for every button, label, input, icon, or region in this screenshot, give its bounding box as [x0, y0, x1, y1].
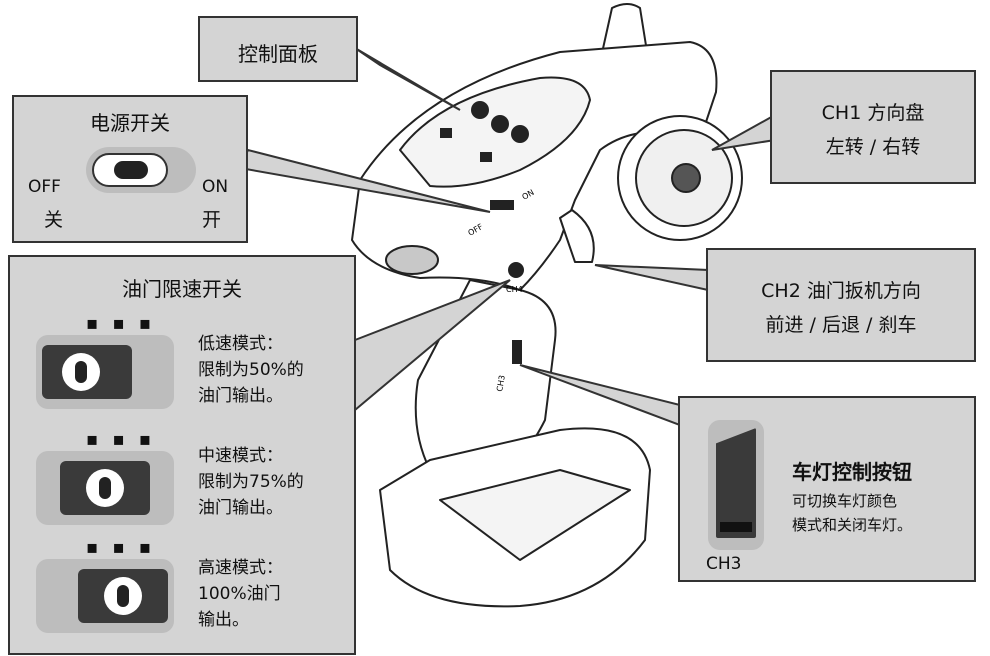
device-label-ch3: CH3: [495, 374, 507, 392]
mode-low-line3: 油门输出。: [198, 386, 283, 406]
power-switch-callout: 电源开关 OFF 关 ON 开: [12, 95, 248, 243]
mode-low-dots: ▪ ▪ ▪: [86, 313, 156, 334]
power-switch-icon: [86, 147, 196, 193]
ch3-button-icon: [708, 420, 764, 550]
ch3-desc1: 可切换车灯颜色: [792, 492, 898, 510]
ch3-title: 车灯控制按钮: [792, 460, 912, 484]
ch2-line2: 前进 / 后退 / 刹车: [765, 314, 917, 336]
throttle-trigger: [559, 209, 595, 263]
mode-mid-switch: [36, 451, 174, 525]
mode-high-dots: ▪ ▪ ▪: [86, 537, 156, 558]
mode-high-switch: [36, 559, 174, 633]
mode-low-switch: [36, 335, 174, 409]
power-switch-on-label: ON: [202, 177, 229, 197]
mode-mid-line3: 油门输出。: [198, 498, 283, 518]
mode-low-line1: 低速模式：: [198, 334, 283, 354]
mode-high-line2: 100%油门: [198, 584, 281, 604]
ch2-callout: CH2 油门扳机方向 前进 / 后退 / 刹车: [706, 248, 976, 362]
front-light: [385, 245, 439, 275]
ch3-desc2: 模式和关闭车灯。: [792, 516, 913, 534]
power-switch-off-label: OFF: [28, 177, 61, 197]
pointer-ch2: [594, 264, 709, 292]
ch1-line1: CH1 方向盘: [821, 102, 925, 124]
ch2-line1: CH2 油门扳机方向: [761, 280, 921, 302]
ch1-line2: 左转 / 右转: [825, 136, 921, 158]
ch1-callout: CH1 方向盘 左转 / 右转: [770, 70, 976, 184]
power-switch-on-cn: 开: [202, 209, 222, 231]
pointer-control-panel: [354, 47, 461, 111]
transmitter-body: [351, 41, 718, 291]
control-panel-title: 控制面板: [238, 42, 318, 66]
mode-high-line3: 输出。: [198, 610, 249, 630]
throttle-limit-title: 油门限速开关: [122, 277, 242, 301]
mode-mid-line1: 中速模式：: [198, 446, 283, 466]
power-switch-off-cn: 关: [44, 209, 64, 231]
throttle-limit-callout: 油门限速开关 ▪ ▪ ▪ 低速模式： 限制为50%的 油门输出。 ▪ ▪ ▪ 中…: [8, 255, 356, 655]
device-label-ch4: CH4: [506, 285, 523, 294]
ch3-callout: CH3 车灯控制按钮 可切换车灯颜色 模式和关闭车灯。: [678, 396, 976, 582]
power-switch-title: 电源开关: [90, 111, 170, 135]
mode-high-line1: 高速模式：: [198, 558, 283, 578]
mode-mid-dots: ▪ ▪ ▪: [86, 429, 156, 450]
mode-low-line2: 限制为50%的: [198, 360, 304, 380]
control-panel-callout: 控制面板: [198, 16, 358, 82]
mode-mid-line2: 限制为75%的: [198, 472, 304, 492]
panel-face: [399, 76, 591, 188]
ch3-label: CH3: [706, 554, 742, 574]
